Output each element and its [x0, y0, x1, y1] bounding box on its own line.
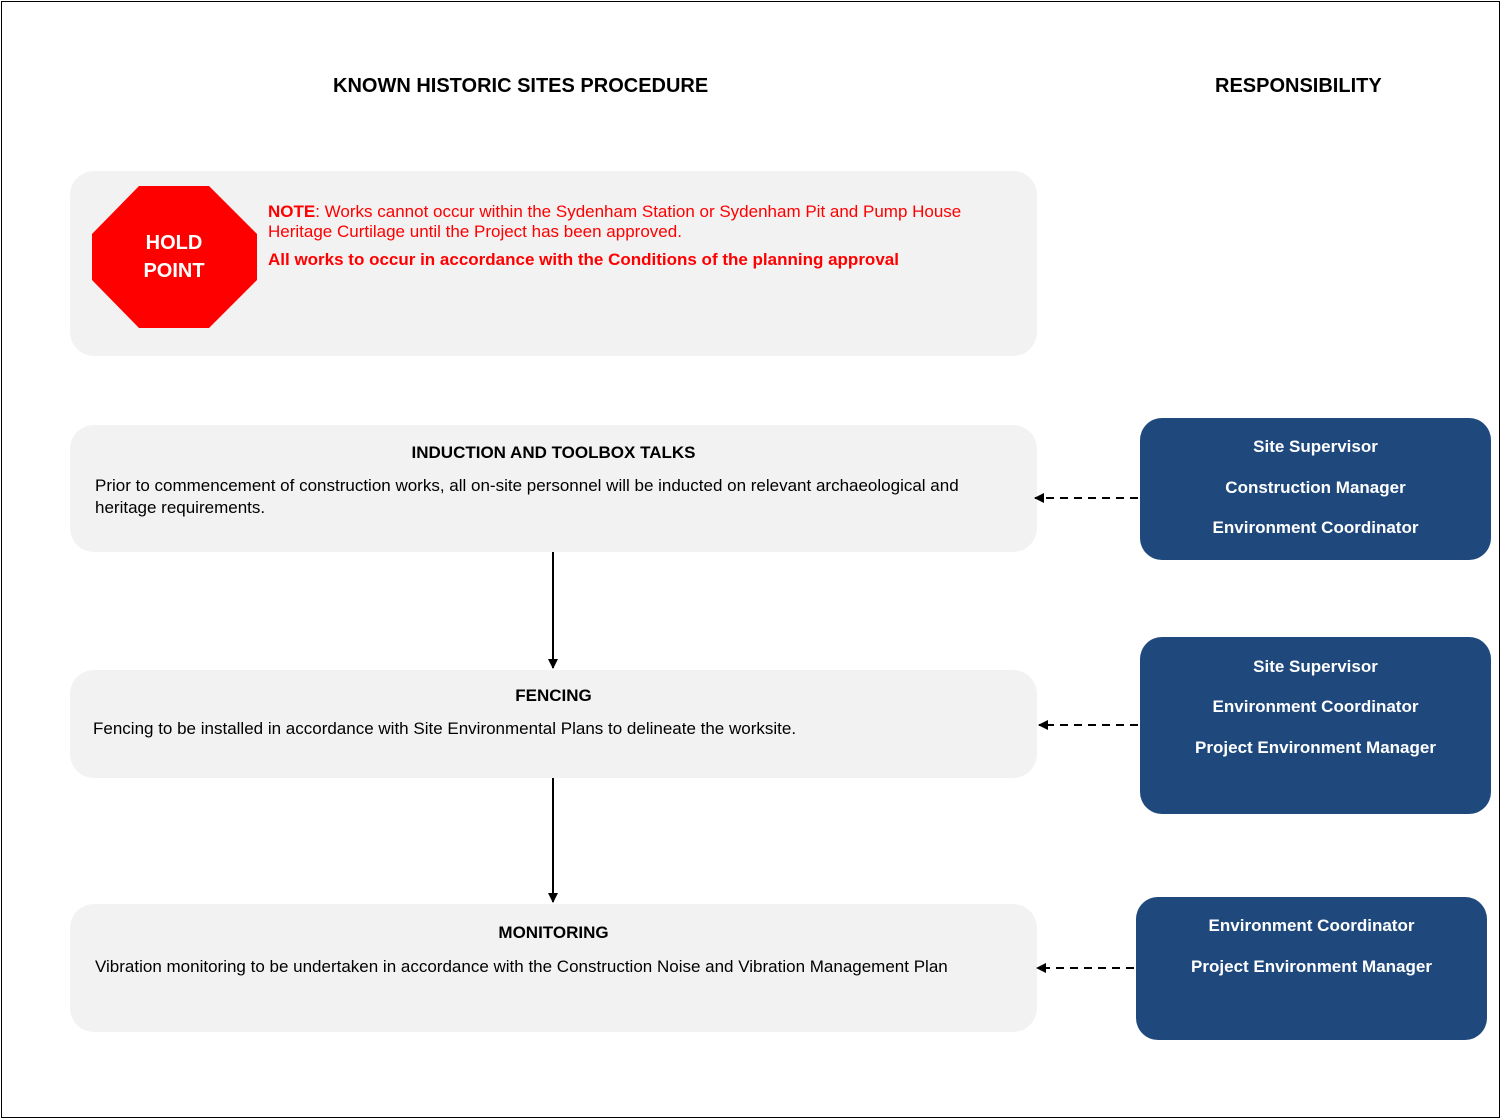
responsible-role: Environment Coordinator: [1208, 916, 1415, 935]
responsibility-box-fencing: Site Supervisor Environment Coordinator …: [1140, 637, 1491, 814]
step-title: INDUCTION AND TOOLBOX TALKS: [411, 443, 696, 462]
responsibility-box-induction: Site Supervisor Construction Manager Env…: [1140, 418, 1491, 560]
step-fencing-box: FENCING Fencing to be installed in accor…: [70, 670, 1037, 778]
note-text: : Works cannot occur within the Sydenham…: [268, 202, 962, 241]
step-body: Prior to commencement of construction wo…: [95, 476, 959, 517]
hold-point-note: NOTE: Works cannot occur within the Syde…: [268, 202, 1028, 270]
step-induction-box: INDUCTION AND TOOLBOX TALKS Prior to com…: [70, 425, 1037, 552]
responsible-role: Site Supervisor: [1253, 657, 1378, 676]
step-body: Vibration monitoring to be undertaken in…: [95, 957, 948, 976]
note-prefix: NOTE: [268, 202, 316, 221]
step-title: MONITORING: [498, 923, 609, 942]
responsible-role: Environment Coordinator: [1212, 697, 1419, 716]
step-body: Fencing to be installed in accordance wi…: [93, 719, 797, 738]
step-title: FENCING: [515, 686, 592, 705]
responsibility-heading: RESPONSIBILITY: [1215, 75, 1382, 97]
procedure-heading: KNOWN HISTORIC SITES PROCEDURE: [333, 75, 709, 97]
note-bold: All works to occur in accordance with th…: [268, 250, 899, 269]
responsible-role: Construction Manager: [1225, 478, 1406, 497]
responsible-role: Environment Coordinator: [1212, 518, 1419, 537]
responsible-role: Project Environment Manager: [1195, 738, 1436, 757]
hold-point-label: HOLD POINT: [143, 232, 205, 282]
responsible-role: Project Environment Manager: [1191, 957, 1432, 976]
responsibility-box-monitoring: Environment Coordinator Project Environm…: [1136, 897, 1487, 1040]
responsible-role: Site Supervisor: [1253, 437, 1378, 456]
step-monitoring-box: MONITORING Vibration monitoring to be un…: [70, 904, 1037, 1032]
